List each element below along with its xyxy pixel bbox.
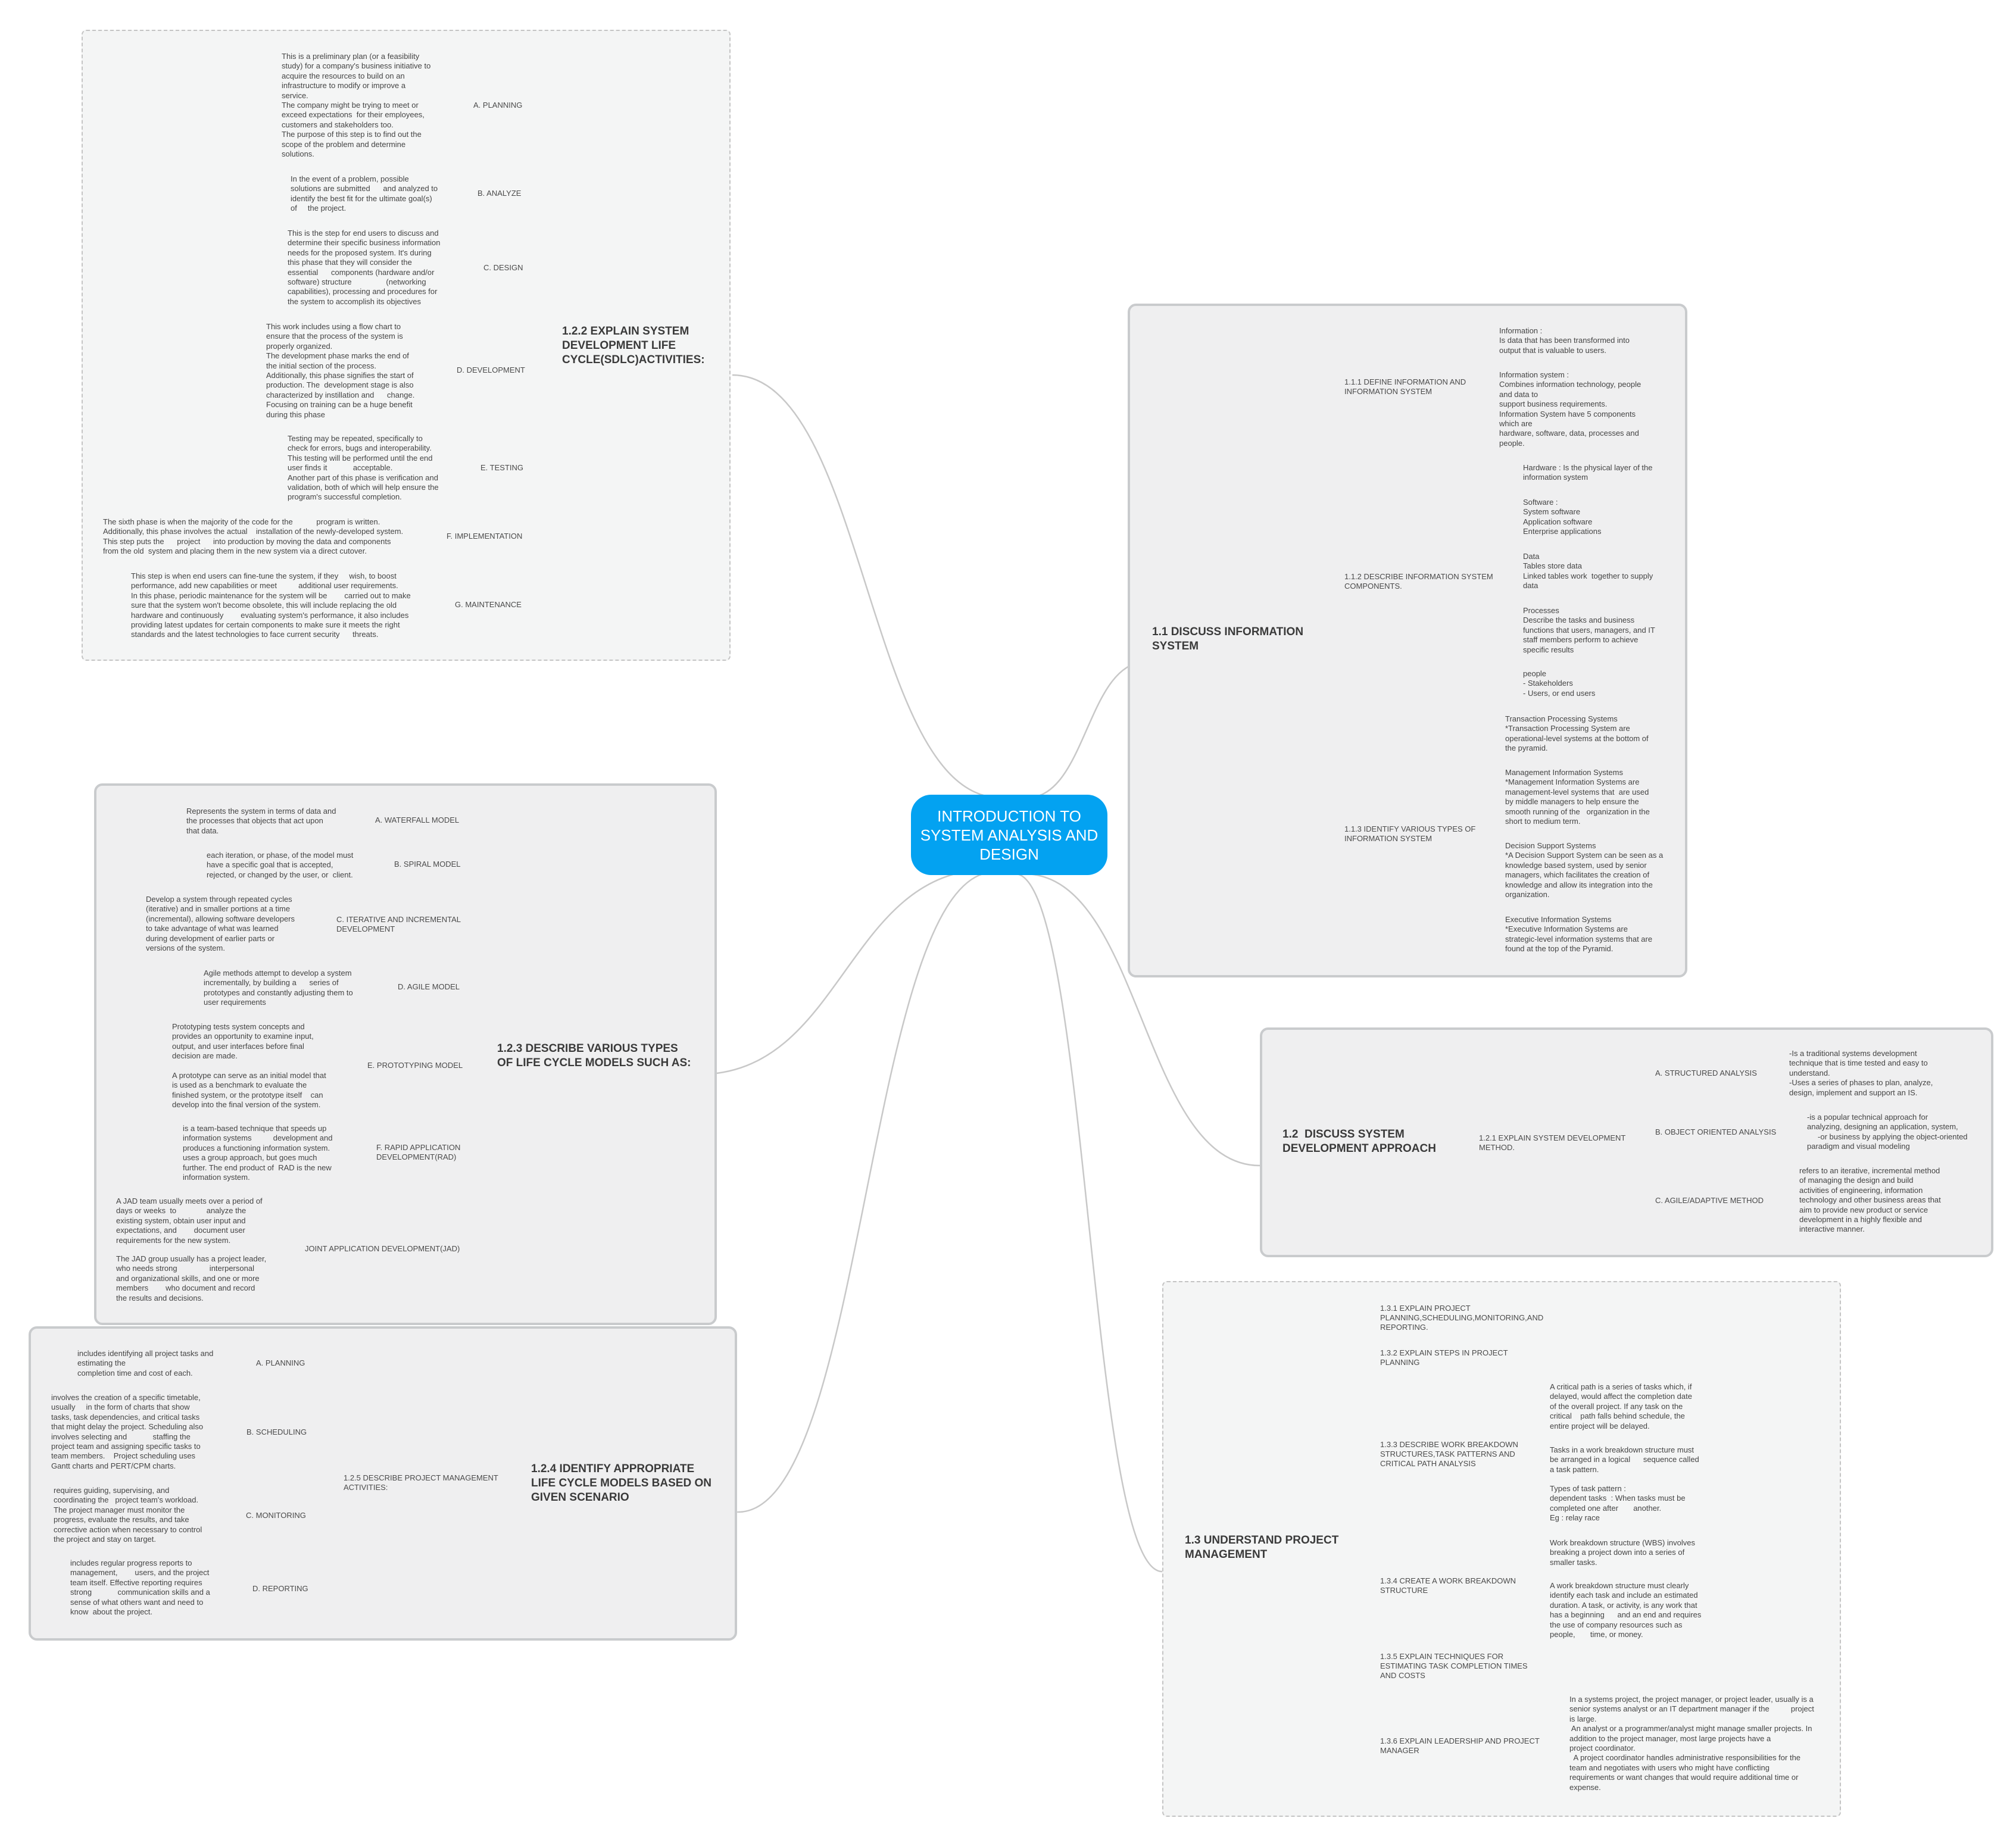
is-hardware-text: Hardware : Is the physical layer of the … [1523,463,1653,482]
model-rad-label[interactable]: F. RAPID APPLICATION DEVELOPMENT(RAD) [376,1143,461,1161]
life-cycle-models-region [94,783,717,1325]
sdlc-analyze-label[interactable]: B. ANALYZE [478,189,522,198]
sdlc-region [82,30,731,661]
is-people-text: people - Stakeholders - Users, or end us… [1523,669,1596,698]
pm-monitoring-text: requires guiding, supervising, and coord… [54,1486,202,1544]
sdlc-development-label[interactable]: D. DEVELOPMENT [457,366,525,374]
approach-agile-label[interactable]: C. AGILE/ADAPTIVE METHOD [1655,1196,1764,1205]
pm-activities-region [29,1326,737,1641]
development-approach-region [1260,1027,1993,1257]
models-heading[interactable]: 1.2.3 DESCRIBE VARIOUS TYPES OF LIFE CYC… [497,1042,691,1069]
model-prototyping-text-2: A prototype can serve as an initial mode… [172,1071,326,1110]
approach-agile-text: refers to an iterative, incremental meth… [1799,1166,1941,1234]
is-software-text: Software : System software Application s… [1523,498,1602,536]
is-data-text: Data Tables store data Linked tables wor… [1523,552,1653,591]
sdlc-implementation-text: The sixth phase is when the majority of … [103,517,404,556]
sdlc-planning-text: This is a preliminary plan (or a feasibi… [282,52,431,159]
model-iterative-text: Develop a system through repeated cycles… [146,895,295,953]
sdlc-testing-label[interactable]: E. TESTING [480,463,523,472]
connector-2 [738,871,995,1513]
pm-reporting-text: includes regular progress reports to man… [70,1558,210,1617]
model-prototyping-label[interactable]: E. PROTOTYPING MODEL [367,1061,463,1070]
pm-scheduling-text: involves the creation of a specific time… [51,1393,204,1470]
project-management-region [1162,1281,1841,1817]
pm-item-6-label[interactable]: 1.3.6 EXPLAIN LEADERSHIP AND PROJECT MAN… [1380,1736,1540,1755]
pm-activities-heading[interactable]: 1.2.4 IDENTIFY APPROPRIATE LIFE CYCLE MO… [531,1463,711,1504]
connector-3 [1026,661,1147,799]
model-waterfall-text: Represents the system in terms of data a… [186,807,336,835]
is-tps-text: Transaction Processing Systems *Transact… [1505,714,1649,753]
connector-1 [697,868,992,1076]
sdlc-implementation-label[interactable]: F. IMPLEMENTATION [447,532,523,541]
approach-method-label[interactable]: 1.2.1 EXPLAIN SYSTEM DEVELOPMENT METHOD. [1479,1133,1626,1152]
central-topic[interactable]: INTRODUCTION TO SYSTEM ANALYSIS AND DESI… [911,795,1107,875]
sdlc-heading[interactable]: 1.2.2 EXPLAIN SYSTEM DEVELOPMENT LIFE CY… [562,325,705,366]
is-information-text: Information : Is data that has been tran… [1499,326,1630,355]
pm-monitoring-label[interactable]: C. MONITORING [246,1511,306,1520]
model-rad-text: is a team-based technique that speeds up… [183,1124,333,1182]
connector-5 [1015,873,1163,1573]
is-mis-text: Management Information Systems *Manageme… [1505,768,1650,826]
connector-0 [732,374,1001,799]
approach-structured-text: -Is a traditional systems development te… [1789,1049,1933,1097]
pm-reporting-label[interactable]: D. REPORTING [252,1584,308,1593]
pm-item-2-label[interactable]: 1.3.2 EXPLAIN STEPS IN PROJECT PLANNING [1380,1348,1508,1367]
pm-wbs-text: Work breakdown structure (WBS) involves … [1550,1538,1695,1567]
sdlc-maintenance-text: This step is when end users can fine-tun… [131,571,411,639]
approach-oo-label[interactable]: B. OBJECT ORIENTED ANALYSIS [1655,1127,1777,1136]
model-waterfall-label[interactable]: A. WATERFALL MODEL [375,816,460,824]
pm-task-pattern-text: Tasks in a work breakdown structure must… [1550,1445,1699,1474]
model-prototyping-text: Prototyping tests system concepts and pr… [172,1022,314,1061]
pm-scheduling-label[interactable]: B. SCHEDULING [246,1427,307,1436]
model-spiral-text: each iteration, or phase, of the model m… [207,851,354,879]
sdlc-development-text: This work includes using a flow chart to… [266,322,415,419]
sdlc-planning-label[interactable]: A. PLANNING [473,101,523,110]
is-processes-text: Processes Describe the tasks and busines… [1523,606,1655,654]
sdlc-design-text: This is the step for end users to discus… [288,229,441,306]
approach-structured-label[interactable]: A. STRUCTURED ANALYSIS [1655,1069,1757,1077]
information-system-region [1128,304,1687,977]
is-types-label[interactable]: 1.1.3 IDENTIFY VARIOUS TYPES OF INFORMAT… [1344,824,1476,843]
model-jad-label[interactable]: JOINT APPLICATION DEVELOPMENT(JAD) [305,1244,460,1253]
model-iterative-label[interactable]: C. ITERATIVE AND INCREMENTAL DEVELOPMENT [336,915,461,933]
model-agile-text: Agile methods attempt to develop a syste… [204,969,353,1007]
is-information-system-text: Information system : Combines informatio… [1499,370,1641,448]
is-heading[interactable]: 1.1 DISCUSS INFORMATION SYSTEM [1152,626,1304,652]
is-components-label[interactable]: 1.1.2 DESCRIBE INFORMATION SYSTEM COMPON… [1344,572,1493,591]
pm-planning-label[interactable]: A. PLANNING [256,1358,305,1367]
is-dss-text: Decision Support Systems *A Decision Sup… [1505,841,1664,899]
pm-item-1-label[interactable]: 1.3.1 EXPLAIN PROJECT PLANNING,SCHEDULIN… [1380,1304,1544,1332]
model-agile-label[interactable]: D. AGILE MODEL [398,982,460,991]
sdlc-testing-text: Testing may be repeated, specifically to… [288,434,439,502]
sdlc-analyze-text: In the event of a problem, possible solu… [291,174,438,213]
sdlc-maintenance-label[interactable]: G. MAINTENANCE [455,600,522,609]
approach-oo-text: -is a popular technical approach for ana… [1807,1113,1968,1151]
approach-heading[interactable]: 1.2 DISCUSS SYSTEM DEVELOPMENT APPROACH [1282,1128,1436,1155]
pm-item-3-label[interactable]: 1.3.3 DESCRIBE WORK BREAKDOWN STRUCTURES… [1380,1440,1518,1468]
pm-item-5-label[interactable]: 1.3.5 EXPLAIN TECHNIQUES FOR ESTIMATING … [1380,1652,1528,1680]
model-jad-text-2: The JAD group usually has a project lead… [116,1254,267,1302]
is-define-label[interactable]: 1.1.1 DEFINE INFORMATION AND INFORMATION… [1344,377,1466,396]
is-eis-text: Executive Information Systems *Executive… [1505,915,1653,954]
pm-item-4-label[interactable]: 1.3.4 CREATE A WORK BREAKDOWN STRUCTURE [1380,1576,1516,1595]
connector-4 [1023,873,1260,1167]
model-spiral-label[interactable]: B. SPIRAL MODEL [394,860,461,869]
pm-wbs-text-2: A work breakdown structure must clearly … [1550,1581,1702,1639]
sdlc-design-label[interactable]: C. DESIGN [483,263,523,272]
pm-task-pattern-types-text: Types of task pattern : dependent tasks … [1550,1484,1686,1523]
pm-leadership-text: In a systems project, the project manage… [1569,1695,1814,1792]
pm-activities-sub-label[interactable]: 1.2.5 DESCRIBE PROJECT MANAGEMENT ACTIVI… [344,1473,498,1492]
pm-planning-text: includes identifying all project tasks a… [77,1349,214,1377]
pm-heading[interactable]: 1.3 UNDERSTAND PROJECT MANAGEMENT [1185,1534,1339,1561]
model-jad-text: A JAD team usually meets over a period o… [116,1197,263,1245]
pm-critical-path-text: A critical path is a series of tasks whi… [1550,1382,1692,1430]
